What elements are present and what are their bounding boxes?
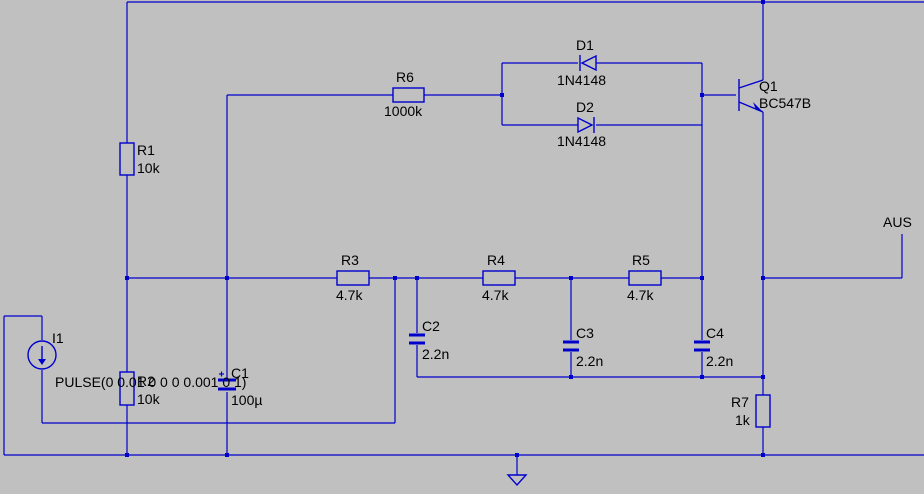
q1-value: BC547B (759, 95, 811, 111)
r5-value: 4.7k (627, 287, 654, 303)
c3-ref: C3 (576, 325, 594, 341)
c1-value: 100µ (231, 392, 262, 408)
resistor-r2[interactable]: R2 10k (119, 371, 161, 407)
capacitor-c2[interactable]: C2 2.2n (409, 318, 449, 362)
d2-value: 1N4148 (557, 133, 606, 149)
junctions (125, 0, 765, 457)
r7-value: 1k (735, 412, 751, 428)
r1-ref: R1 (137, 142, 155, 158)
c2-ref: C2 (422, 318, 440, 334)
diode-d1[interactable]: D1 1N4148 (557, 37, 606, 88)
c1-ref: C1 (231, 365, 249, 381)
i1-ref: I1 (52, 330, 64, 346)
c2-value: 2.2n (422, 346, 449, 362)
i1-value: PULSE(0 0.01 0 0 0 0.001 0 1) (55, 374, 246, 390)
r2-value: 10k (137, 391, 161, 407)
r7-ref: R7 (731, 394, 749, 410)
resistor-r3[interactable]: R3 4.7k (336, 252, 370, 303)
r1-value: 10k (137, 160, 161, 176)
resistor-r5[interactable]: R5 4.7k (627, 252, 662, 303)
transistor-q1[interactable]: Q1 BC547B (738, 78, 811, 113)
r6-ref: R6 (396, 69, 414, 85)
r4-ref: R4 (487, 252, 505, 268)
q1-ref: Q1 (759, 78, 778, 94)
r4-value: 4.7k (482, 287, 509, 303)
capacitor-c4[interactable]: C4 2.2n (694, 325, 733, 369)
capacitor-c1[interactable]: C1 100µ (218, 365, 262, 408)
diode-d2[interactable]: D2 1N4148 (557, 99, 606, 149)
ground-symbol (506, 474, 528, 487)
resistor-r7[interactable]: R7 1k (731, 394, 771, 428)
c4-ref: C4 (706, 325, 724, 341)
d1-value: 1N4148 (557, 72, 606, 88)
resistor-r4[interactable]: R4 4.7k (482, 252, 516, 303)
current-source-i1[interactable]: I1 PULSE(0 0.01 0 0 0 0.001 0 1) (27, 330, 246, 390)
c4-value: 2.2n (706, 353, 733, 369)
r6-value: 1000k (384, 103, 423, 119)
d2-ref: D2 (576, 99, 594, 115)
r2-ref: R2 (137, 373, 155, 389)
r5-ref: R5 (632, 252, 650, 268)
resistor-r1[interactable]: R1 10k (119, 142, 161, 176)
resistor-r6[interactable]: R6 1000k (384, 69, 425, 119)
r3-value: 4.7k (336, 287, 363, 303)
r3-ref: R3 (341, 252, 359, 268)
c3-value: 2.2n (576, 353, 603, 369)
net-label-aus: AUS (883, 214, 912, 230)
capacitor-c3[interactable]: C3 2.2n (563, 325, 603, 369)
d1-ref: D1 (576, 37, 594, 53)
